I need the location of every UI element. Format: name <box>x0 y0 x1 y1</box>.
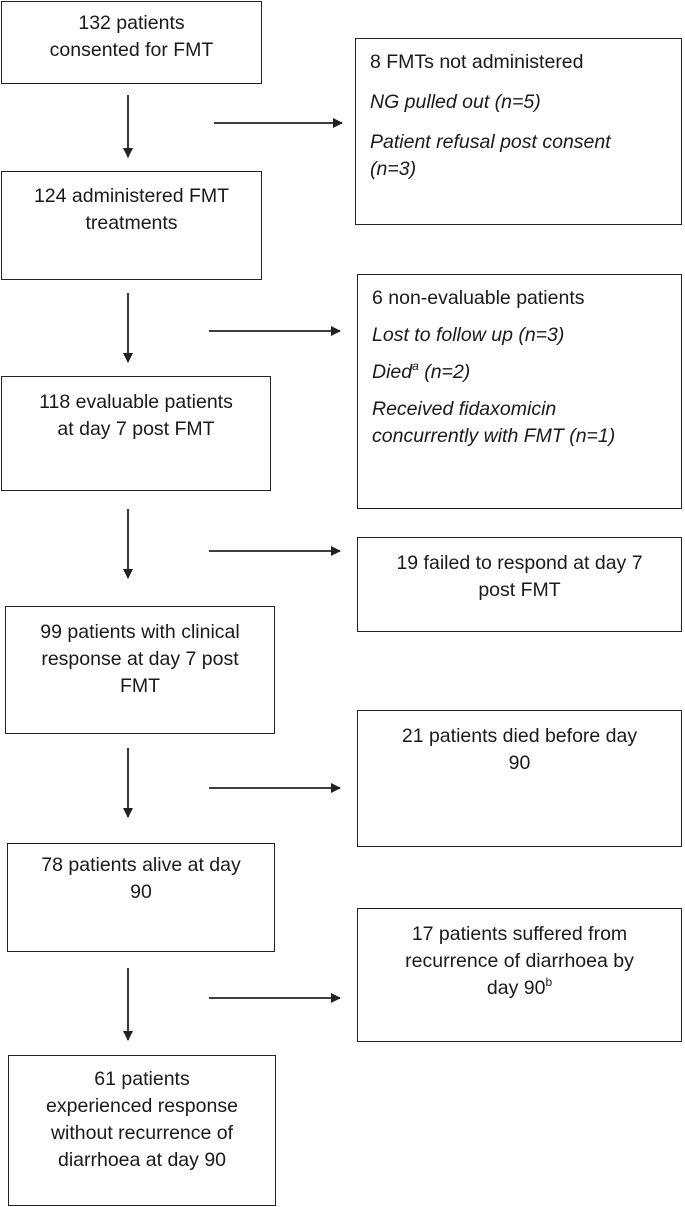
box-died-line-1: 21 patients died before day <box>401 725 638 747</box>
box-alive-line-2: 90 <box>130 881 152 903</box>
recurrence-day-90: day 90 <box>486 977 546 999</box>
box-evaluable-line-2: at day 7 post FMT <box>57 418 215 440</box>
not-administered-title: 8 FMTs not administered <box>370 51 584 73</box>
non-evaluable-title: 6 non-evaluable patients <box>372 287 585 309</box>
non-evaluable-died: Dieda (n=2) <box>372 359 667 386</box>
not-administered-refusal-line-1: Patient refusal post consent <box>370 131 611 153</box>
box-final-line-2: experienced response <box>46 1095 238 1117</box>
box-recurrence-line-2: recurrence of diarrhoea by <box>405 950 634 972</box>
box-recurrence: 17 patients suffered from recurrence of … <box>357 908 682 1042</box>
box-consented-line-1: 132 patients <box>78 12 185 34</box>
box-final: 61 patients experienced response without… <box>8 1055 276 1206</box>
box-evaluable-line-1: 118 evaluable patients <box>39 391 233 413</box>
footnote-b-marker: b <box>545 974 553 989</box>
non-evaluable-died-count: (n=2) <box>418 361 471 383</box>
box-administered: 124 administered FMT treatments <box>1 171 262 280</box>
box-recurrence-line-1: 17 patients suffered from <box>411 923 628 945</box>
box-died: 21 patients died before day 90 <box>357 710 682 847</box>
non-evaluable-lost: Lost to follow up (n=3) <box>372 324 565 346</box>
not-administered-refusal-line-2: (n=3) <box>370 158 417 180</box>
box-failed-line-1: 19 failed to respond at day 7 <box>396 552 643 574</box>
box-clinical-response: 99 patients with clinical response at da… <box>5 606 275 734</box>
box-final-line-3: without recurrence of <box>50 1122 234 1144</box>
box-clinical-response-line-2: response at day 7 post <box>41 648 239 670</box>
box-recurrence-line-3: day 90b <box>370 975 669 1002</box>
box-alive-line-1: 78 patients alive at day <box>41 854 241 876</box>
box-consented-line-2: consented for FMT <box>49 39 214 61</box>
non-evaluable-fidax-line-1: Received fidaxomicin <box>372 398 557 420</box>
box-administered-line-2: treatments <box>85 212 178 234</box>
box-non-evaluable: 6 non-evaluable patients Lost to follow … <box>357 274 682 509</box>
box-clinical-response-line-3: FMT <box>119 675 161 697</box>
box-died-line-2: 90 <box>508 752 531 774</box>
box-administered-line-1: 124 administered FMT <box>33 185 230 207</box>
box-final-line-1: 61 patients <box>94 1068 190 1090</box>
non-evaluable-fidax-line-2: concurrently with FMT (n=1) <box>372 425 616 447</box>
box-alive: 78 patients alive at day 90 <box>7 843 275 952</box>
box-failed: 19 failed to respond at day 7 post FMT <box>357 537 682 632</box>
non-evaluable-died-word: Died <box>372 361 413 383</box>
box-evaluable: 118 evaluable patients at day 7 post FMT <box>1 376 271 491</box>
footnote-a-marker: a <box>412 358 419 373</box>
box-final-line-4: diarrhoea at day 90 <box>57 1149 227 1171</box>
box-failed-line-2: post FMT <box>478 579 561 601</box>
box-clinical-response-line-1: 99 patients with clinical <box>40 621 240 643</box>
box-consented: 132 patients consented for FMT <box>1 1 262 84</box>
box-not-administered: 8 FMTs not administered NG pulled out (n… <box>355 38 682 225</box>
not-administered-ng: NG pulled out (n=5) <box>370 91 541 113</box>
